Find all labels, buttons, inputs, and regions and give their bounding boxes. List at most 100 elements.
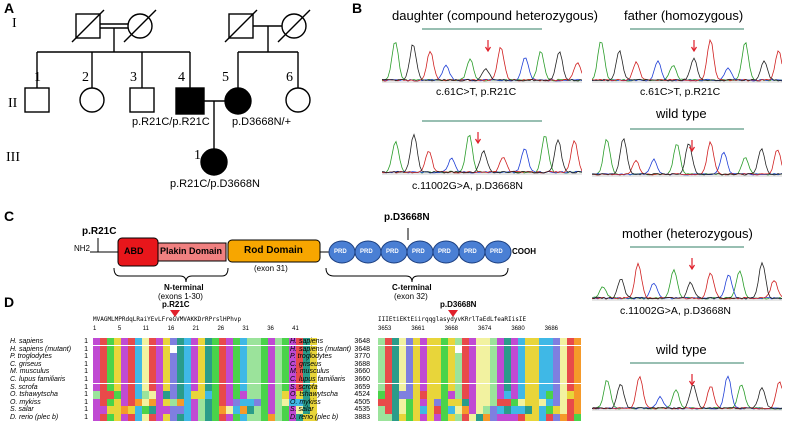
alignment-cell — [121, 345, 128, 353]
alignment-cell — [434, 383, 441, 391]
alignment-cell — [427, 383, 434, 391]
alignment-cell — [441, 398, 448, 407]
alignment-cell — [511, 413, 518, 422]
alignment-cell — [420, 391, 427, 399]
alignment-row — [93, 375, 317, 384]
alignment-cell — [434, 345, 441, 353]
alignment-cell — [107, 345, 114, 353]
alignment-cell — [191, 353, 198, 361]
alignment-cell — [462, 345, 469, 353]
alignment-cell — [469, 345, 476, 353]
alignment-cell — [289, 353, 296, 361]
alignment-cell — [406, 375, 413, 384]
alignment-cell — [546, 360, 553, 369]
alignment-cell — [490, 383, 497, 391]
alignment-cell — [574, 360, 581, 369]
alignment-cell — [135, 375, 142, 384]
alignment-cell — [427, 406, 434, 414]
alignment-cell — [567, 338, 574, 346]
alignment-row — [378, 360, 581, 369]
alignment-cell — [121, 383, 128, 391]
domain-cooh: COOH — [512, 247, 536, 256]
alignment-tick-label: 3661 — [411, 326, 425, 332]
alignment-cell — [233, 391, 240, 399]
pedigree-II6-female — [285, 87, 311, 113]
alignment-cell — [483, 338, 490, 346]
alignment-cell — [205, 413, 212, 422]
alignment-cell — [567, 353, 574, 361]
alignment-cell — [553, 391, 560, 399]
alignment-cell — [574, 375, 581, 384]
alignment-cell — [399, 368, 406, 376]
alignment-cell — [483, 391, 490, 399]
alignment-cell — [546, 398, 553, 407]
pedigree-II4-male-affected — [175, 87, 205, 115]
alignment-cell — [226, 406, 233, 414]
alignment-cell — [303, 360, 310, 369]
alignment-cell — [497, 368, 504, 376]
alignment-cell — [511, 338, 518, 346]
alignment-cell — [310, 345, 317, 353]
alignment-cell — [177, 360, 184, 369]
start-position: 3648 — [354, 345, 370, 353]
alignment-cell — [567, 360, 574, 369]
alignment-cell — [310, 383, 317, 391]
alignment-cell — [149, 375, 156, 384]
alignment-cell — [233, 413, 240, 422]
alignment-cell — [121, 353, 128, 361]
alignment-cell — [240, 353, 247, 361]
alignment-cell — [233, 345, 240, 353]
alignment-row — [378, 413, 581, 422]
chromatogram-trace — [592, 38, 782, 82]
start-position: 1 — [84, 338, 88, 345]
alignment-cell — [198, 413, 205, 422]
caption-daughter-c11002: c.11002G>A, p.D3668N — [412, 180, 524, 192]
alignment-cell — [441, 413, 448, 422]
alignment-cell — [177, 375, 184, 384]
alignment-cell — [574, 368, 581, 376]
alignment-cell — [149, 353, 156, 361]
alignment-cell — [254, 353, 261, 361]
alignment-cell — [128, 345, 135, 353]
alignment-cell — [107, 375, 114, 384]
alignment-cell — [427, 338, 434, 346]
alignment-cell — [490, 406, 497, 414]
alignment-tick-label: 36 — [267, 326, 274, 332]
alignment-cell — [567, 368, 574, 376]
alignment-cell — [539, 398, 546, 407]
alignment-cell — [205, 391, 212, 399]
alignment-cell — [268, 413, 275, 422]
alignment-cell — [385, 398, 392, 407]
alignment-tick-label: 5 — [117, 326, 122, 332]
alignment-cell — [455, 353, 462, 361]
alignment-cell — [219, 398, 226, 407]
alignment-cell — [114, 345, 121, 353]
alignment-row — [378, 353, 581, 361]
chromatogram-trace — [382, 44, 582, 82]
chrom-title-mother: mother (heterozygous) — [622, 226, 753, 241]
alignment-cell — [546, 413, 553, 422]
alignment-cell — [560, 375, 567, 384]
alignment-cell — [310, 375, 317, 384]
alignment-cell — [574, 353, 581, 361]
alignment-cell — [476, 391, 483, 399]
alignment-consensus-right: IIIEtiEKtEiirqqglasydyvKRrlTaEdLfeaRIisI… — [378, 316, 527, 323]
alignment-cell — [296, 345, 303, 353]
alignment-cell — [546, 338, 553, 346]
alignment-cell — [469, 375, 476, 384]
pedigree-num-II5: 5 — [222, 70, 229, 85]
generation-label-1: I — [12, 16, 17, 31]
alignment-cell — [420, 353, 427, 361]
start-position: 3648 — [354, 338, 370, 345]
alignment-cell — [385, 413, 392, 422]
start-position: 1 — [84, 391, 88, 399]
start-position: 3660 — [354, 375, 370, 383]
alignment-cell — [135, 406, 142, 414]
alignment-cell — [233, 398, 240, 407]
alignment-cell — [420, 406, 427, 414]
alignment-cell — [170, 383, 177, 391]
alignment-cell — [511, 398, 518, 407]
alignment-cell — [434, 360, 441, 369]
